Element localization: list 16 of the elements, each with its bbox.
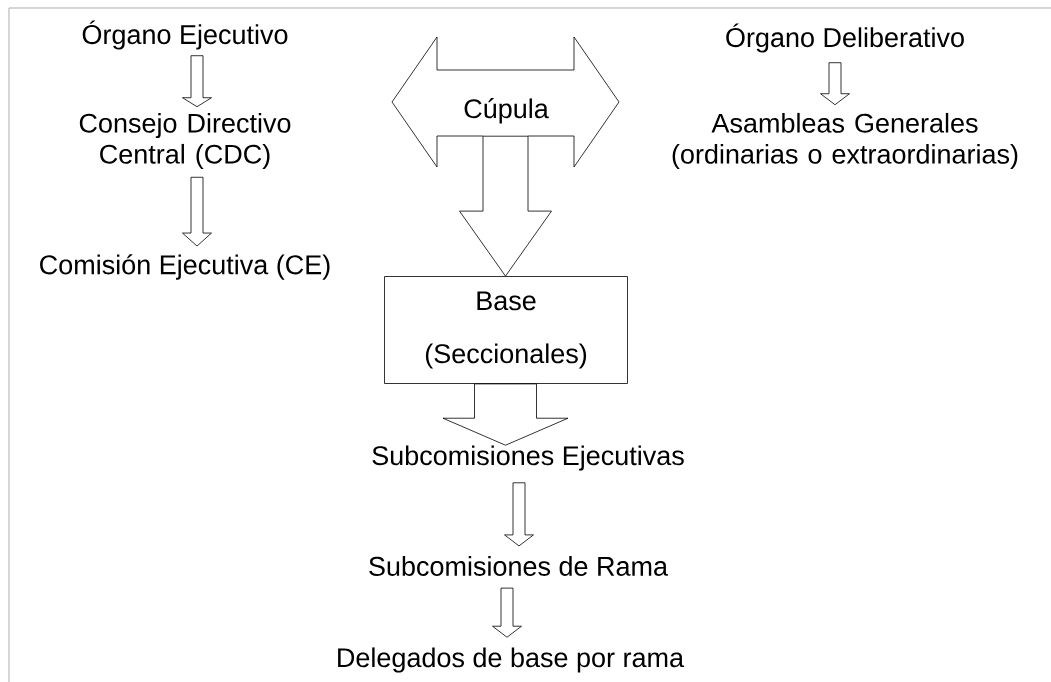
labeled-box: Base (Seccionales) <box>384 276 628 384</box>
block-arrow <box>442 383 569 446</box>
block-arrow <box>182 55 212 108</box>
block-arrow <box>492 587 522 638</box>
block-arrow <box>459 135 552 277</box>
label-text: Órgano Deliberativo <box>726 23 964 53</box>
block-arrow <box>182 176 212 247</box>
label-text: Asambleas Generales (ordinarias o extraordinarias) <box>672 112 1018 170</box>
label-text: Consejo Directivo Central (CDC) <box>79 112 291 170</box>
label-text: Órgano Ejecutivo <box>82 20 288 50</box>
block-arrow <box>504 482 534 547</box>
block-arrow <box>820 62 850 106</box>
label-text: Comisión Ejecutiva (CE) <box>40 254 330 280</box>
label-text: Subcomisiones Ejecutivas <box>372 445 684 471</box>
label-text: Delegados de base por rama <box>338 647 685 673</box>
label-text: Subcomisiones de Rama <box>369 556 668 576</box>
